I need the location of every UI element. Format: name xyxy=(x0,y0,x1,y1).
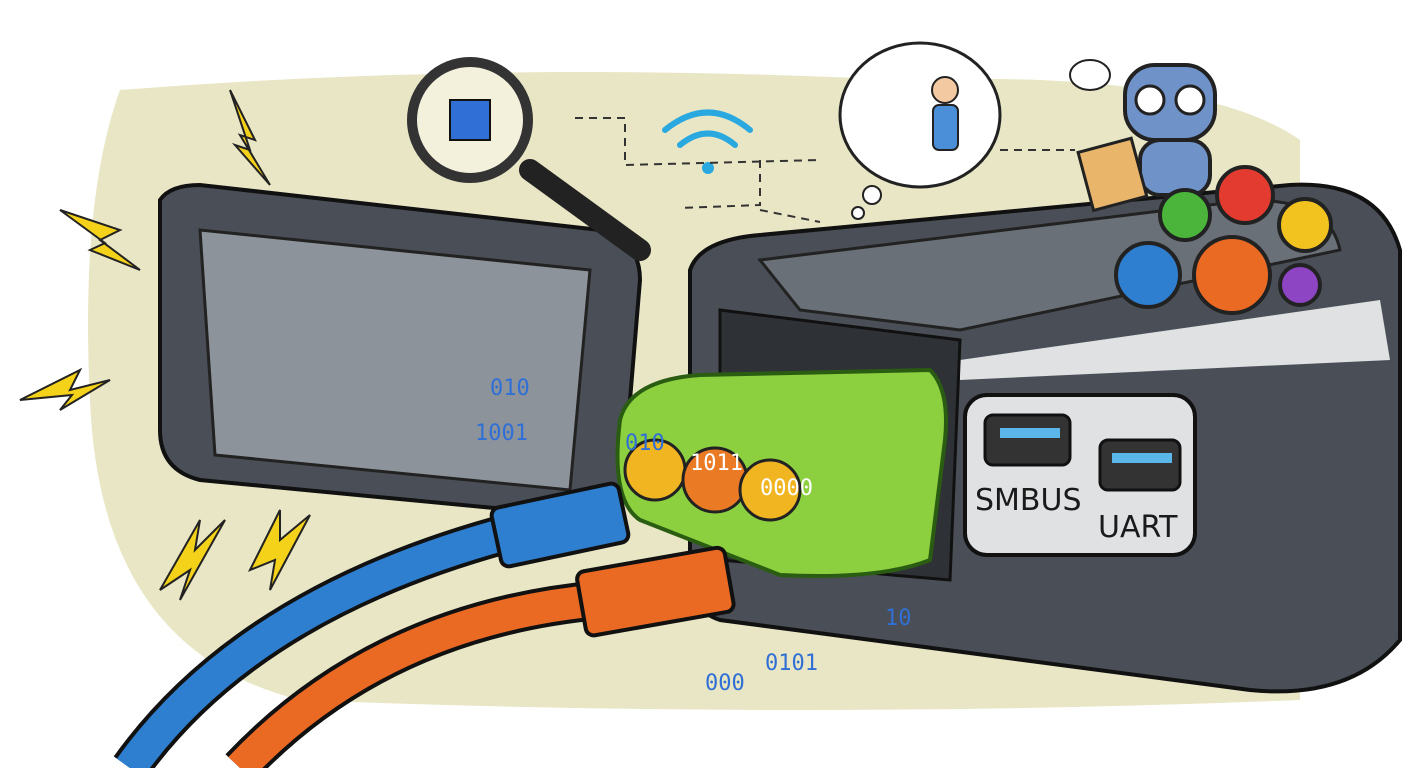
blue-connector xyxy=(489,481,631,569)
thought-bubble-technician-icon xyxy=(838,41,1002,220)
battery-cell xyxy=(738,458,802,522)
smbus-label: SMBUS xyxy=(975,483,1082,518)
gears-icon xyxy=(1114,165,1333,315)
uart-label: UART xyxy=(1098,510,1178,545)
smbus-port[interactable] xyxy=(983,413,1072,467)
robot-clipboard-icon xyxy=(1069,59,1217,213)
binary-text: 1011 xyxy=(690,451,743,476)
binary-text: 0101 xyxy=(765,651,818,676)
magnifier-chip-icon xyxy=(407,57,651,261)
uart-port[interactable] xyxy=(1098,438,1182,492)
binary-text: 000 xyxy=(705,671,745,696)
binary-text: 10 xyxy=(885,606,912,631)
binary-text: 010 xyxy=(625,431,665,456)
binary-text: 010 xyxy=(490,376,530,401)
binary-text: 0000 xyxy=(760,476,813,501)
lid-inner xyxy=(198,228,592,492)
dashed-connector xyxy=(575,117,1075,223)
device-side-band xyxy=(960,300,1390,380)
binary-text: 1001 xyxy=(475,421,528,446)
lightning-icon xyxy=(19,89,311,601)
wifi-icon xyxy=(662,109,753,174)
orange-connector xyxy=(575,545,736,638)
port-accent xyxy=(1000,428,1060,438)
port-accent xyxy=(1112,453,1172,463)
